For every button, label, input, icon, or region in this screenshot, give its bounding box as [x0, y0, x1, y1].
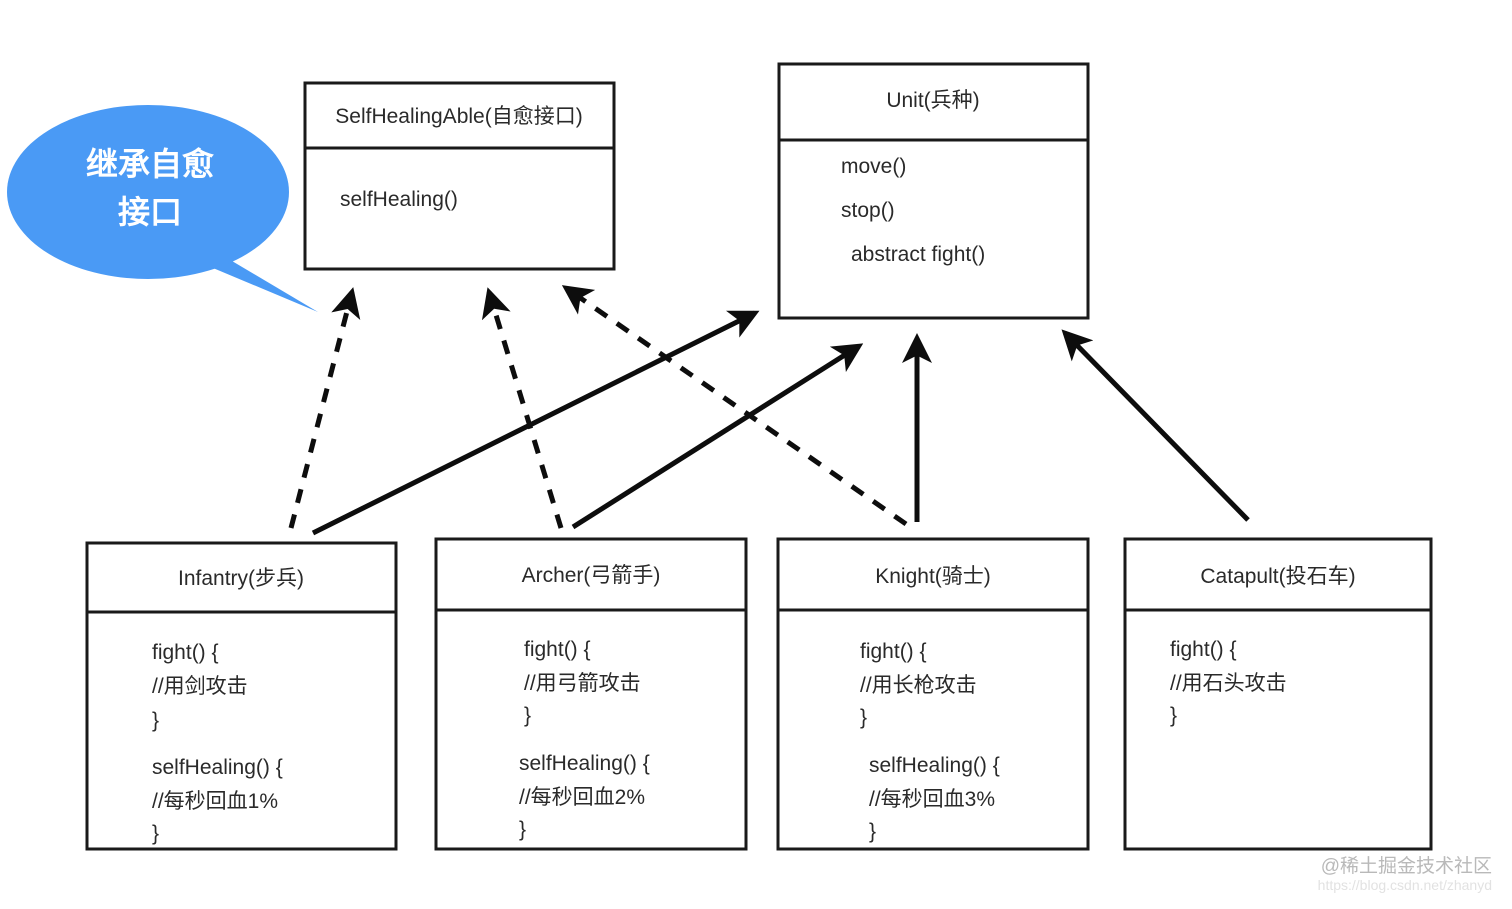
- class-box-outline: [1123, 537, 1433, 851]
- class-member-unit-2: abstract fight(): [851, 243, 985, 266]
- callout-bubble: 继承自愈 接口: [7, 105, 318, 312]
- relation-infantry-implements-selfhealingable: [288, 287, 361, 529]
- class-box-outline: [777, 62, 1090, 320]
- class-member-archer-0: fight() {: [524, 638, 591, 661]
- class-box-archer[interactable]: Archer(弓箭手) fight() { //用弓箭攻击 } selfHeal…: [434, 537, 748, 851]
- watermark-handle: @稀土掘金技术社区: [1321, 855, 1492, 877]
- class-member-knight-5: //每秒回血3%: [869, 788, 995, 811]
- class-member-knight-0: fight() {: [860, 640, 927, 663]
- class-box-self-healing-able[interactable]: SelfHealingAble(自愈接口) selfHealing(): [303, 81, 616, 271]
- class-title-knight: Knight(骑士): [875, 565, 991, 588]
- class-member-archer-5: //每秒回血2%: [519, 786, 645, 809]
- class-box-outline: [303, 81, 616, 271]
- class-title-self-healing-able: SelfHealingAble(自愈接口): [335, 105, 582, 128]
- relation-archer-extends-unit: [571, 343, 864, 530]
- class-box-infantry[interactable]: Infantry(步兵) fight() { //用剑攻击 } selfHeal…: [85, 541, 398, 851]
- class-member-knight-4: selfHealing() {: [869, 754, 1000, 777]
- class-member-catapult-2: }: [1170, 704, 1177, 727]
- callout-bubble-tail: [205, 245, 318, 312]
- class-member-catapult-0: fight() {: [1170, 638, 1237, 661]
- relation-catapult-extends-unit: [1061, 329, 1250, 522]
- relations-layer: [288, 285, 1250, 536]
- class-member-catapult-1: //用石头攻击: [1170, 672, 1287, 695]
- class-member-self-healing-able-0: selfHealing(): [340, 188, 458, 211]
- callout-bubble-line1: 继承自愈: [86, 146, 214, 182]
- class-member-knight-1: //用长枪攻击: [860, 674, 977, 697]
- class-member-infantry-4: selfHealing() {: [152, 756, 283, 779]
- class-member-archer-6: }: [519, 818, 526, 841]
- class-box-unit[interactable]: Unit(兵种) move() stop() abstract fight(): [777, 62, 1090, 320]
- class-member-unit-1: stop(): [841, 199, 895, 222]
- watermark-url: https://blog.csdn.net/zhanyd: [1318, 877, 1492, 893]
- class-box-knight[interactable]: Knight(骑士) fight() { //用长枪攻击 } selfHeali…: [776, 537, 1090, 851]
- class-box-outline: [776, 537, 1090, 851]
- class-member-infantry-5: //每秒回血1%: [152, 790, 278, 813]
- callout-bubble-body: [7, 105, 289, 279]
- class-title-archer: Archer(弓箭手): [522, 564, 661, 587]
- class-box-outline: [85, 541, 398, 851]
- class-box-outline: [434, 537, 748, 851]
- class-member-infantry-2: }: [152, 709, 159, 732]
- class-member-knight-6: }: [869, 820, 876, 843]
- class-member-archer-4: selfHealing() {: [519, 752, 650, 775]
- class-box-catapult[interactable]: Catapult(投石车) fight() { //用石头攻击 }: [1123, 537, 1433, 851]
- class-title-catapult: Catapult(投石车): [1200, 565, 1355, 588]
- class-member-unit-0: move(): [841, 155, 906, 178]
- relation-infantry-extends-unit: [311, 310, 760, 536]
- relation-archer-implements-selfhealingable: [481, 287, 564, 529]
- class-member-archer-2: }: [524, 704, 531, 727]
- callout-bubble-line2: 接口: [118, 194, 182, 230]
- class-member-infantry-1: //用剑攻击: [152, 675, 248, 698]
- class-member-knight-2: }: [860, 706, 867, 729]
- class-member-archer-1: //用弓箭攻击: [524, 672, 641, 695]
- class-member-infantry-6: }: [152, 822, 159, 845]
- watermark: @稀土掘金技术社区 https://blog.csdn.net/zhanyd: [1318, 855, 1492, 893]
- class-title-infantry: Infantry(步兵): [178, 567, 304, 590]
- relation-knight-implements-selfhealingable: [561, 285, 908, 527]
- class-member-infantry-0: fight() {: [152, 641, 219, 664]
- class-title-unit: Unit(兵种): [886, 89, 979, 112]
